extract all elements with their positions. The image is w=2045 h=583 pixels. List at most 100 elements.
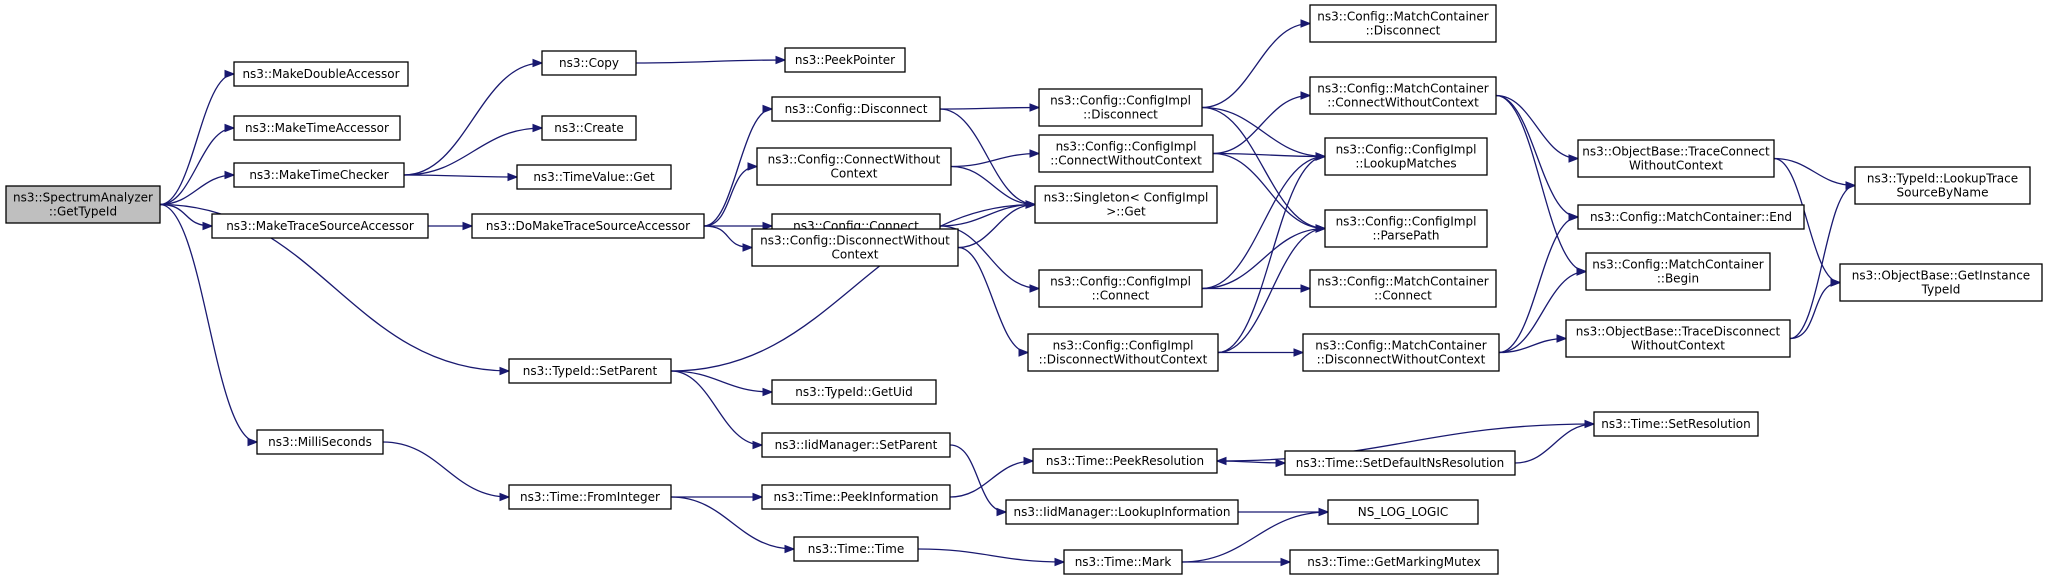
node-mark[interactable]: ns3::Time::Mark xyxy=(1063,549,1183,575)
node-label: ns3::Config::ConfigImpl xyxy=(1053,339,1194,353)
node-implConnWoc[interactable]: ns3::Config::ConfigImpl::ConnectWithoutC… xyxy=(1038,134,1214,173)
node-box xyxy=(1565,319,1791,358)
edge-mktimechk-to-copy xyxy=(403,62,543,176)
edge-mcConnWoc-to-obTraceConnWoc xyxy=(1495,94,1579,160)
node-mktimeacc[interactable]: ns3::MakeTimeAccessor xyxy=(233,115,401,141)
node-mcConn[interactable]: ns3::Config::MatchContainer::Connect xyxy=(1309,269,1497,308)
edge-mark-to-nslog xyxy=(1181,511,1329,563)
node-mcDisc[interactable]: ns3::Config::MatchContainer::Disconnect xyxy=(1309,4,1497,43)
node-label: ns3::TypeId::LookupTrace xyxy=(1867,172,2018,186)
arrowhead xyxy=(532,123,544,133)
node-label: ::ConnectWithoutContext xyxy=(1327,96,1479,110)
node-label: ns3::Config::ConfigImpl xyxy=(1050,275,1191,289)
node-getuid[interactable]: ns3::TypeId::GetUid xyxy=(771,379,937,405)
node-label: TypeId xyxy=(1921,283,1961,297)
node-millis[interactable]: ns3::MilliSeconds xyxy=(256,429,384,455)
node-cfgconnwoc[interactable]: ns3::Config::ConnectWithoutContext xyxy=(756,147,952,186)
node-label: ns3::ObjectBase::TraceDisconnect xyxy=(1576,325,1781,339)
arrowhead xyxy=(202,221,214,231)
node-cfgdisc[interactable]: ns3::Config::Disconnect xyxy=(771,96,941,122)
node-implDiscWoc[interactable]: ns3::Config::ConfigImpl::DisconnectWitho… xyxy=(1027,333,1219,372)
arrowhead xyxy=(462,221,474,231)
node-peekptr[interactable]: ns3::PeekPointer xyxy=(784,47,906,73)
node-box xyxy=(1593,411,1759,437)
node-box xyxy=(233,162,405,188)
node-setdefres[interactable]: ns3::Time::SetDefaultNsResolution xyxy=(1284,450,1516,476)
node-peekinfo[interactable]: ns3::Time::PeekInformation xyxy=(761,484,951,510)
node-setparent[interactable]: ns3::TypeId::SetParent xyxy=(508,358,672,384)
node-label: ns3::Config::ConfigImpl xyxy=(1336,143,1477,157)
node-box xyxy=(761,484,951,510)
node-mcEnd[interactable]: ns3::Config::MatchContainer::End xyxy=(1577,204,1805,230)
node-box xyxy=(1577,204,1805,230)
edge-implDisc-to-mcDisc xyxy=(1201,22,1311,109)
node-getmarkmutex[interactable]: ns3::Time::GetMarkingMutex xyxy=(1289,549,1499,575)
node-box xyxy=(233,115,401,141)
node-box xyxy=(1034,185,1218,224)
node-label: ns3::DoMakeTraceSourceAccessor xyxy=(486,219,690,233)
node-label: ::Begin xyxy=(1657,272,1699,286)
node-box xyxy=(1327,499,1479,525)
node-lookupinfo[interactable]: ns3::IidManager::LookupInformation xyxy=(1005,499,1239,525)
node-label: ns3::PeekPointer xyxy=(795,53,895,67)
node-mcDiscWoc[interactable]: ns3::Config::MatchContainer::DisconnectW… xyxy=(1302,333,1500,372)
node-copy[interactable]: ns3::Copy xyxy=(541,50,637,76)
node-mktrace[interactable]: ns3::MakeTraceSourceAccessor xyxy=(211,213,429,239)
node-box xyxy=(1324,137,1488,176)
arrowhead xyxy=(1556,334,1568,343)
node-mktimechk[interactable]: ns3::MakeTimeChecker xyxy=(233,162,405,188)
edge-cfgconn-to-singleton xyxy=(939,203,1036,227)
node-domktrace[interactable]: ns3::DoMakeTraceSourceAccessor xyxy=(471,213,705,239)
node-label: ns3::Time::SetDefaultNsResolution xyxy=(1296,456,1505,470)
node-box xyxy=(471,213,705,239)
node-frominteger[interactable]: ns3::Time::FromInteger xyxy=(508,484,672,510)
arrowhead xyxy=(1029,284,1041,293)
node-setres[interactable]: ns3::Time::SetResolution xyxy=(1593,411,1759,437)
node-root[interactable]: ns3::SpectrumAnalyzer::GetTypeId xyxy=(5,185,161,224)
node-label: ns3::Time::Mark xyxy=(1075,555,1172,569)
node-cfgdiscwoc[interactable]: ns3::Config::DisconnectWithoutContext xyxy=(751,228,959,267)
node-mcBegin[interactable]: ns3::Config::MatchContainer::Begin xyxy=(1585,252,1771,291)
node-lookupmatches[interactable]: ns3::Config::ConfigImpl::LookupMatches xyxy=(1324,137,1488,176)
node-peekres[interactable]: ns3::Time::PeekResolution xyxy=(1032,448,1218,474)
node-label: ns3::Config::MatchContainer::End xyxy=(1590,210,1792,224)
node-obTraceConnWoc[interactable]: ns3::ObjectBase::TraceConnectWithoutCont… xyxy=(1577,139,1775,178)
arrowhead xyxy=(996,507,1008,517)
node-box xyxy=(793,536,919,562)
node-timevalget[interactable]: ns3::TimeValue::Get xyxy=(516,164,672,190)
node-label: WithoutContext xyxy=(1631,339,1725,353)
node-label: ns3::Config::MatchContainer xyxy=(1317,10,1488,24)
node-parsepath[interactable]: ns3::Config::ConfigImpl::ParsePath xyxy=(1324,209,1488,248)
edge-implDisc-to-parsepath xyxy=(1201,106,1326,230)
node-box xyxy=(1309,4,1497,43)
node-implDisc[interactable]: ns3::Config::ConfigImpl::Disconnect xyxy=(1038,88,1203,127)
node-label: ns3::TypeId::GetUid xyxy=(795,385,913,399)
node-label: ns3::Config::MatchContainer xyxy=(1317,275,1488,289)
node-label: ns3::Time::PeekInformation xyxy=(773,490,938,504)
edge-implDiscWoc-to-lookupmatches xyxy=(1217,155,1326,354)
edge-iidsetparent-to-lookupinfo xyxy=(949,444,1007,513)
node-singleton[interactable]: ns3::Singleton< ConfigImpl>::Get xyxy=(1034,185,1218,224)
node-label: ns3::Singleton< ConfigImpl xyxy=(1044,191,1209,205)
arrowhead xyxy=(762,387,774,397)
node-obTraceDiscWoc[interactable]: ns3::ObjectBase::TraceDisconnectWithoutC… xyxy=(1565,319,1791,358)
node-create[interactable]: ns3::Create xyxy=(541,115,637,141)
node-box xyxy=(1324,209,1488,248)
edge-mcConnWoc-to-mcBegin xyxy=(1495,94,1587,273)
node-box xyxy=(1309,76,1497,115)
node-implConn[interactable]: ns3::Config::ConfigImpl::Connect xyxy=(1038,269,1203,308)
arrowhead xyxy=(1568,212,1580,222)
node-box xyxy=(1063,549,1183,575)
arrowhead xyxy=(224,170,236,180)
edge-domktrace-to-cfgconnwoc xyxy=(703,165,758,227)
node-nslog[interactable]: NS_LOG_LOGIC xyxy=(1327,499,1479,525)
node-mcConnWoc[interactable]: ns3::Config::MatchContainer::ConnectWith… xyxy=(1309,76,1497,115)
node-box xyxy=(1038,269,1203,308)
node-iidsetparent[interactable]: ns3::IidManager::SetParent xyxy=(761,432,951,458)
edge-setparent-to-iidsetparent xyxy=(670,370,763,446)
node-label: ::DisconnectWithoutContext xyxy=(1317,353,1486,367)
node-mkdouble[interactable]: ns3::MakeDoubleAccessor xyxy=(233,61,409,87)
node-timetime[interactable]: ns3::Time::Time xyxy=(793,536,919,562)
